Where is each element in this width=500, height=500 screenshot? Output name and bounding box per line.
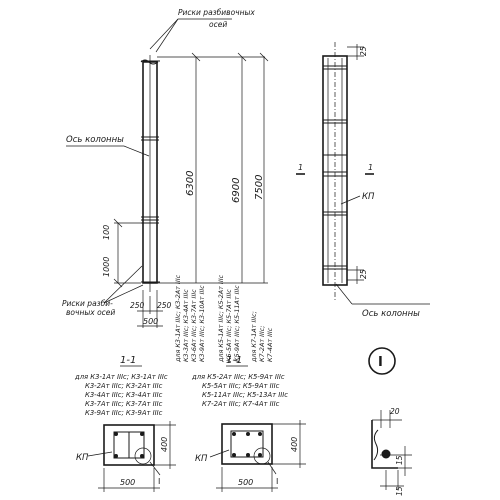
section-mark-right: 1 xyxy=(368,163,373,172)
column-elevation xyxy=(140,55,160,292)
marks-top-callout: Риски разбивочных осей xyxy=(149,8,255,53)
dim-1000: 1000 xyxy=(102,257,111,277)
mark-list-k3-2: К3-3Ат IIIс; К3-4Ат IIIс xyxy=(182,289,190,362)
dim-250-a: 250 xyxy=(130,301,145,310)
dim-25-top: 25 xyxy=(359,46,368,56)
section-2-title: 1-1 xyxy=(226,355,242,366)
mark-list-k3-4: К3-9Ат IIIс; К3-10Ат IIIс xyxy=(198,285,206,362)
dim-25-bot: 25 xyxy=(359,269,368,279)
sec1-height: 400 xyxy=(160,437,169,452)
sec2-height: 400 xyxy=(290,437,299,452)
column-axis-callout-left: Ось колонны xyxy=(66,135,150,157)
sec1-line-2: К3-2Ат IIIс; К3-2Ат IIIс xyxy=(85,382,163,390)
sec1-line-1: для К3-1Ат IIIс; К3-1Ат IIIс xyxy=(74,373,168,381)
sec2-line-2: К5-5Ат IIIс; К5-9Ат IIIс xyxy=(202,382,280,390)
mark-list-k5-1: для К5-1Ат IIIс; К5-2Ат IIIс xyxy=(217,274,225,363)
marks-top-label-2: осей xyxy=(209,20,227,29)
sec2-line-3: К5-11Ат IIIс; К5-13Ат IIIс xyxy=(202,391,288,399)
mark-list-k7-3: К7-4Ат IIIс xyxy=(266,327,274,362)
column-axis-label-right: Ось колонны xyxy=(362,309,420,319)
mark-list-k3-1: для К3-1Ат IIIс; К3-2Ат IIIс xyxy=(174,274,182,363)
section-1-title: 1-1 xyxy=(120,355,136,366)
section-2: 1-1 для К5-2Ат IIIс; К5-9Ат IIIс К5-5Ат … xyxy=(191,355,306,492)
sec1-line-3: К3-4Ат IIIс; К3-4Ат IIIс xyxy=(85,391,163,399)
sec2-line-4: К7-2Ат IIIс; К7-4Ат IIIс xyxy=(202,400,280,408)
detail-dim-20: 20 xyxy=(390,407,400,416)
dim-6300: 6300 xyxy=(185,171,196,196)
detail-dim-15a: 15 xyxy=(395,455,404,465)
marks-bottom-callout: Риски разби- вочных осей xyxy=(62,265,144,317)
marks-bottom-label: Риски разби- xyxy=(62,299,113,308)
dim-500: 500 xyxy=(143,317,158,326)
marks-top-label: Риски разбивочных xyxy=(178,8,255,17)
detail-mark-2: I xyxy=(276,477,278,486)
detail-1: 20 15 15 xyxy=(371,407,412,496)
column-mark-lists: для К3-1Ат IIIс; К3-2Ат IIIс К3-3Ат IIIс… xyxy=(174,274,274,363)
mark-list-k5-2: К5-5Ат IIIс; К5-7Ат IIIс xyxy=(225,289,233,362)
node-mark: I xyxy=(378,355,383,370)
marks-bottom-label-2: вочных осей xyxy=(66,308,115,317)
dim-250-b: 250 xyxy=(157,301,172,310)
kp-sec2-label: КП xyxy=(195,454,208,464)
dim-6900: 6900 xyxy=(231,178,242,203)
mark-list-k5-3: К5-9Ат IIIс; К5-11Ат IIIс xyxy=(233,285,241,362)
column-axis-label-left: Ось колонны xyxy=(66,135,124,145)
sec1-line-4: К3-7Ат IIIс; К3-7Ат IIIс xyxy=(85,400,163,408)
mark-list-k7-2: К7-2Ат IIIс; xyxy=(258,326,266,362)
sec2-width: 500 xyxy=(238,478,253,487)
width-dimensions: 250 250 500 xyxy=(130,290,172,328)
kp-side-label: КП xyxy=(362,192,375,202)
sec1-width: 500 xyxy=(120,478,135,487)
section-mark-left: 1 xyxy=(298,163,303,172)
kp-sec1-label: КП xyxy=(76,453,89,463)
mark-list-k7-1: для К7-1Ат IIIс; xyxy=(250,311,258,363)
sec2-line-1: для К5-2Ат IIIс; К5-9Ат IIIс xyxy=(191,373,285,381)
detail-mark-1: I xyxy=(158,477,160,486)
node-callout: I xyxy=(368,347,396,375)
column-side-view: 25 25 1 1 КП Ось колонны xyxy=(296,42,430,319)
dim-7500: 7500 xyxy=(254,175,265,200)
section-1: 1-1 для К3-1Ат IIIс; К3-1Ат IIIс К3-2Ат … xyxy=(74,355,176,492)
dim-100: 100 xyxy=(102,225,111,240)
detail-dim-15b: 15 xyxy=(395,486,404,496)
height-dimensions: 6300 6900 7500 xyxy=(157,52,269,284)
sec1-line-5: К3-9Ат IIIс; К3-9Ат IIIс xyxy=(85,409,163,417)
lower-dimensions: 100 1000 xyxy=(102,218,141,288)
mark-list-k3-3: К3-6Ат IIIс; К3-7Ат IIIс xyxy=(190,289,198,362)
